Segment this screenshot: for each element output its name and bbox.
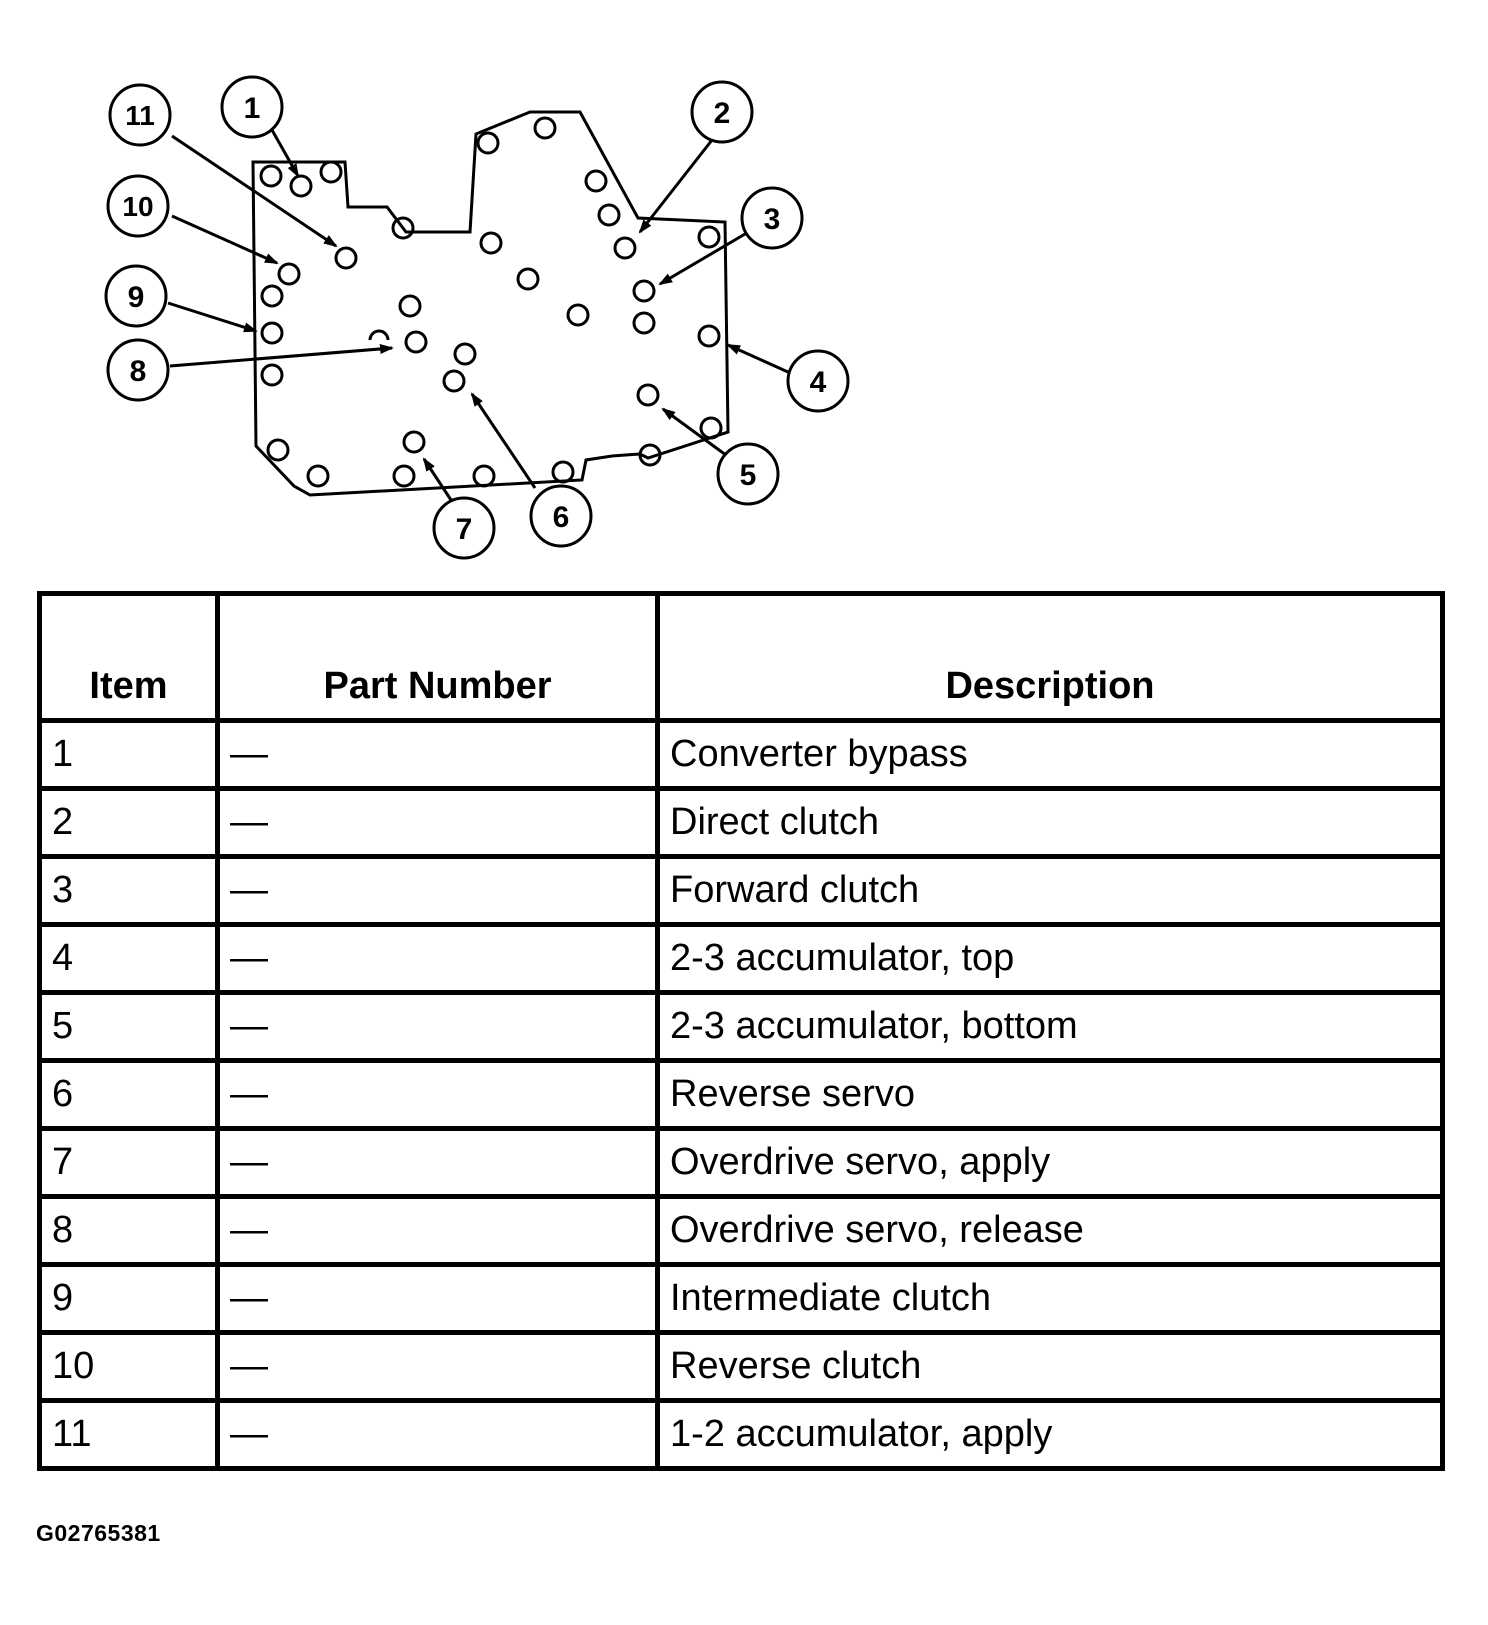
cell-description: 2-3 accumulator, top <box>655 922 1445 995</box>
casting-outline <box>251 110 730 497</box>
table-row: 10 — Reverse clutch <box>37 1330 1445 1403</box>
cell-part-number: — <box>215 718 660 791</box>
header-item: Item <box>37 591 220 723</box>
svg-text:4: 4 <box>810 366 827 399</box>
cell-part-number: — <box>215 1398 660 1471</box>
cell-part-number: — <box>215 1058 660 1131</box>
cell-description: Overdrive servo, apply <box>655 1126 1445 1199</box>
callout-3: 3 <box>740 186 804 250</box>
table-row: 8 — Overdrive servo, release <box>37 1194 1445 1267</box>
cell-item: 6 <box>37 1058 220 1131</box>
table-row: 1 — Converter bypass <box>37 718 1445 791</box>
cell-part-number: — <box>215 1330 660 1403</box>
passage-holes <box>259 116 723 488</box>
cell-item: 9 <box>37 1262 220 1335</box>
header-part-number: Part Number <box>215 591 660 723</box>
callout-7: 7 <box>432 496 496 560</box>
cell-part-number: — <box>215 1194 660 1267</box>
svg-text:11: 11 <box>125 100 155 131</box>
callout-10: 10 <box>106 174 170 238</box>
callout-4: 4 <box>786 349 850 413</box>
cell-description: 2-3 accumulator, bottom <box>655 990 1445 1063</box>
cell-description: Overdrive servo, release <box>655 1194 1445 1267</box>
table-header-row: Item Part Number Description <box>37 591 1445 723</box>
cell-item: 4 <box>37 922 220 995</box>
svg-text:5: 5 <box>740 459 757 492</box>
cell-description: 1-2 accumulator, apply <box>655 1398 1445 1471</box>
header-description: Description <box>655 591 1445 723</box>
callout-2: 2 <box>690 80 754 144</box>
cell-part-number: — <box>215 1126 660 1199</box>
cell-item: 10 <box>37 1330 220 1403</box>
svg-text:2: 2 <box>714 97 731 130</box>
parts-table: Item Part Number Description 1 — Convert… <box>37 591 1445 1471</box>
cell-description: Reverse servo <box>655 1058 1445 1131</box>
cell-part-number: — <box>215 786 660 859</box>
callout-9: 9 <box>104 264 168 328</box>
table-row: 3 — Forward clutch <box>37 854 1445 927</box>
table-row: 7 — Overdrive servo, apply <box>37 1126 1445 1199</box>
cell-item: 1 <box>37 718 220 791</box>
svg-text:1: 1 <box>244 92 261 125</box>
table-row: 5 — 2-3 accumulator, bottom <box>37 990 1445 1063</box>
callout-8: 8 <box>106 338 170 402</box>
figure-code: G02765381 <box>36 1520 161 1546</box>
svg-text:8: 8 <box>130 355 147 388</box>
svg-text:6: 6 <box>553 501 570 534</box>
svg-text:9: 9 <box>128 281 145 314</box>
svg-text:7: 7 <box>456 513 473 546</box>
cell-item: 11 <box>37 1398 220 1471</box>
table-row: 6 — Reverse servo <box>37 1058 1445 1131</box>
cell-description: Intermediate clutch <box>655 1262 1445 1335</box>
cell-description: Direct clutch <box>655 786 1445 859</box>
cell-part-number: — <box>215 922 660 995</box>
svg-text:3: 3 <box>764 203 781 236</box>
table-row: 9 — Intermediate clutch <box>37 1262 1445 1335</box>
cell-description: Forward clutch <box>655 854 1445 927</box>
cell-item: 8 <box>37 1194 220 1267</box>
table-row: 2 — Direct clutch <box>37 786 1445 859</box>
case-passage-diagram: 1 2 3 4 5 6 7 8 <box>104 75 850 560</box>
callout-11: 11 <box>108 83 172 147</box>
cell-description: Converter bypass <box>655 718 1445 791</box>
cell-part-number: — <box>215 990 660 1063</box>
cell-part-number: — <box>215 1262 660 1335</box>
callout-6: 6 <box>529 484 593 548</box>
svg-text:10: 10 <box>122 191 153 222</box>
callout-1: 1 <box>220 75 284 139</box>
cell-item: 7 <box>37 1126 220 1199</box>
callout-5: 5 <box>716 442 780 506</box>
table-row: 4 — 2-3 accumulator, top <box>37 922 1445 995</box>
cell-item: 5 <box>37 990 220 1063</box>
callouts: 1 2 3 4 5 6 7 8 <box>104 75 850 560</box>
table-row: 11 — 1-2 accumulator, apply <box>37 1398 1445 1471</box>
cell-part-number: — <box>215 854 660 927</box>
leader-arrows <box>167 129 789 501</box>
cell-item: 3 <box>37 854 220 927</box>
cell-description: Reverse clutch <box>655 1330 1445 1403</box>
cell-item: 2 <box>37 786 220 859</box>
